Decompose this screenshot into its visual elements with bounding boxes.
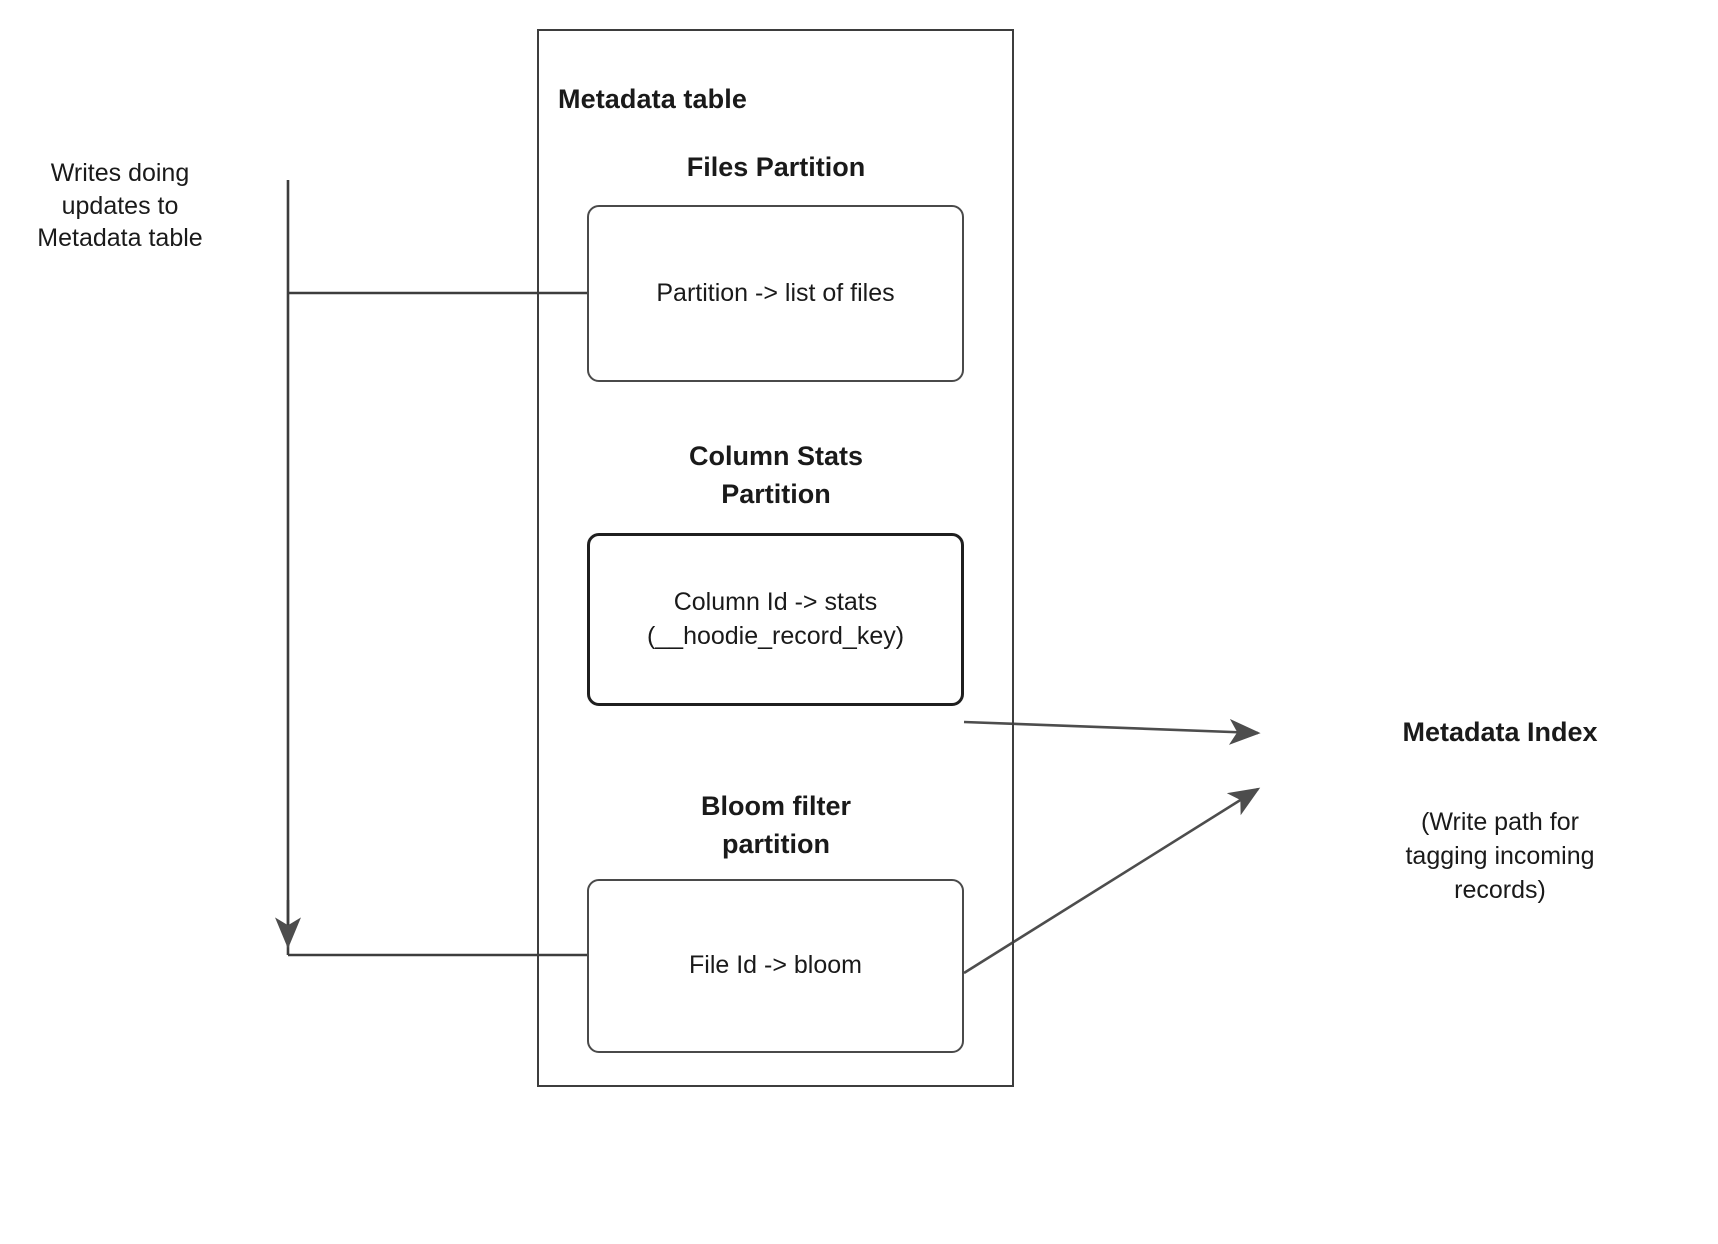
writes-updates-label: Writes doing updates to Metadata table [37,159,203,252]
metadata-index-note: (Write path for tagging incoming records… [1405,808,1595,904]
bloom-filter-partition-box-text: File Id -> bloom [689,951,862,980]
column-stats-partition-heading: Column Stats Partition [688,441,863,510]
column-stats-partition-box-text: Column Id -> stats (__hoodie_record_key) [646,588,905,650]
files-partition-heading: Files Partition [686,152,866,182]
metadata-table-title: Metadata table [558,84,747,114]
column-stats-partition-box: Column Id -> stats (__hoodie_record_key) [587,533,964,706]
bloom-filter-partition-box: File Id -> bloom [587,879,964,1053]
metadata-table-container [537,29,1014,1087]
metadata-index-title: Metadata Index [1402,717,1598,747]
bloom-filter-partition-heading: Bloom filter partition [700,791,851,860]
files-partition-box: Partition -> list of files [587,205,964,382]
files-partition-box-text: Partition -> list of files [656,278,895,307]
